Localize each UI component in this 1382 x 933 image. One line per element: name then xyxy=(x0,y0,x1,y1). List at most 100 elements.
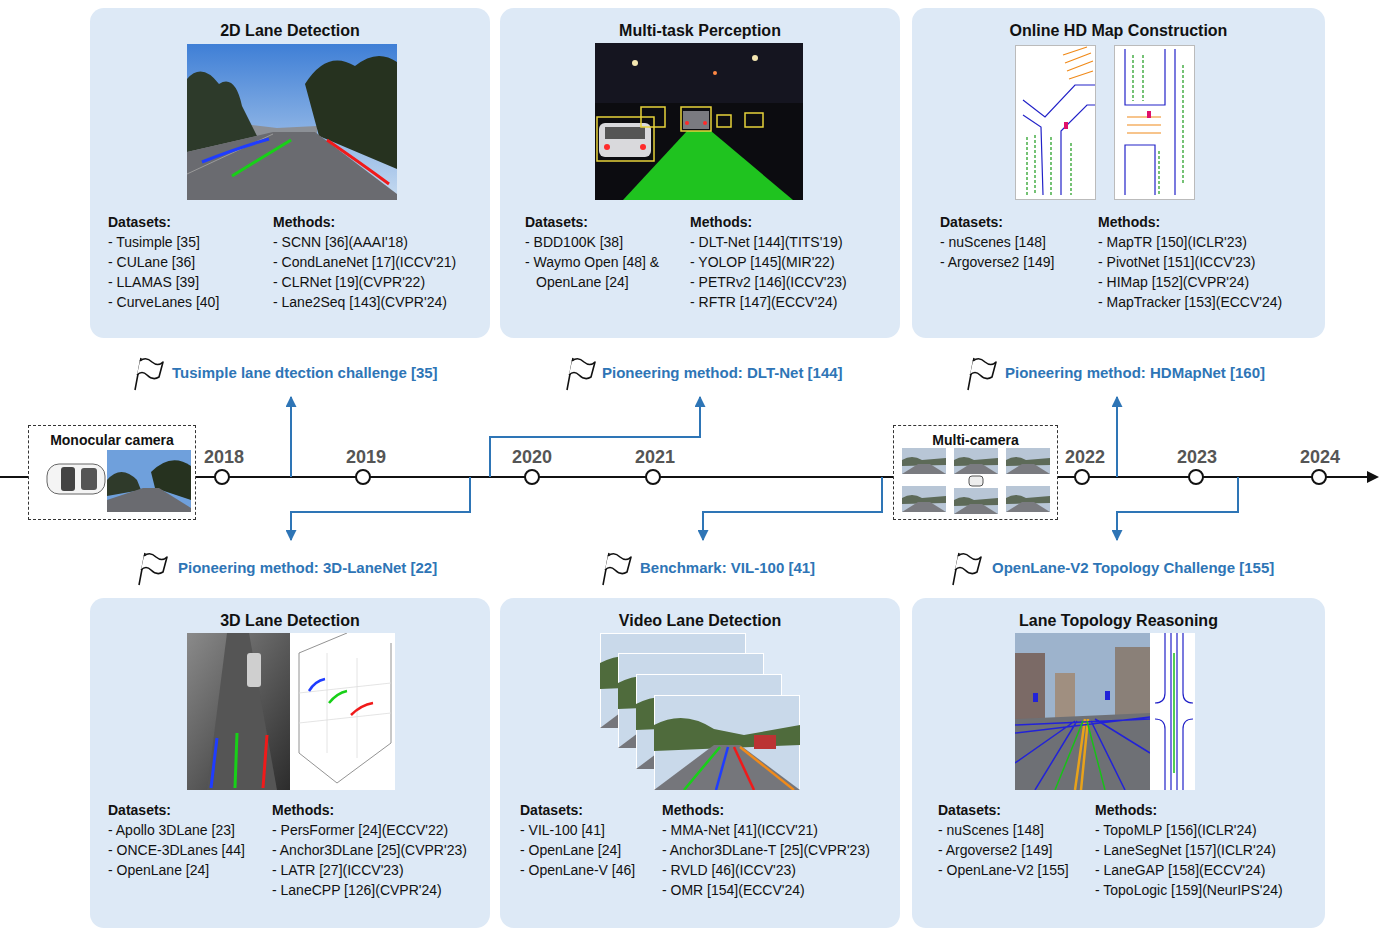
dataset-item: - LLAMAS [39] xyxy=(108,272,267,292)
panel-title: 2D Lane Detection xyxy=(90,21,490,41)
method-list: Methods:- SCNN [36](AAAI'18)- CondLaneNe… xyxy=(273,212,456,312)
dataset-list: Datasets:- VIL-100 [41]- OpenLane [24]- … xyxy=(520,800,656,880)
dataset-item: - OpenLane [24] xyxy=(520,840,656,860)
method-list: Methods:- MMA-Net [41](ICCV'21)- Anchor3… xyxy=(662,800,870,900)
timeline-arrow xyxy=(1367,471,1379,483)
method-item: - MMA-Net [41](ICCV'21) xyxy=(662,820,870,840)
dataset-item: - Apollo 3DLane [23] xyxy=(108,820,266,840)
panel-title: Online HD Map Construction xyxy=(912,21,1325,41)
dataset-item: - Argoverse2 [149] xyxy=(940,252,1092,272)
3d-lane-figure xyxy=(187,633,395,790)
list-heading: Methods: xyxy=(1098,212,1282,232)
method-item: - LaneSegNet [157](ICLR'24) xyxy=(1095,840,1283,860)
list-heading: Datasets: xyxy=(938,800,1089,820)
camera-title: Multi-camera xyxy=(894,430,1057,450)
dataset-item: - nuScenes [148] xyxy=(940,232,1092,252)
dataset-item: - OpenLane-V [46] xyxy=(520,860,656,880)
method-item: - TopoLogic [159](NeurIPS'24) xyxy=(1095,880,1283,900)
task-panel: Multi-task PerceptionDatasets:- BDD100K … xyxy=(500,8,900,338)
year-markers xyxy=(215,470,1326,484)
dataset-item: - Argoverse2 [149] xyxy=(938,840,1089,860)
milestone-label: Pioneering method: HDMapNet [160] xyxy=(1005,364,1265,382)
dataset-item: - Waymo Open [48] & OpenLane [24] xyxy=(525,252,663,292)
year-label: 2023 xyxy=(1177,447,1217,467)
dataset-item: - OpenLane [24] xyxy=(108,860,266,880)
milestone-label: Pioneering method: DLT-Net [144] xyxy=(602,364,843,382)
method-item: - TopoMLP [156](ICLR'24) xyxy=(1095,820,1283,840)
method-item: - MapTR [150](ICLR'23) xyxy=(1098,232,1282,252)
year-label: 2024 xyxy=(1300,447,1340,467)
camera-title: Monocular camera xyxy=(29,430,195,450)
method-item: - CLRNet [19](CVPR'22) xyxy=(273,272,456,292)
dataset-item: - CurveLanes [40] xyxy=(108,292,267,312)
task-panel: 2D Lane DetectionDatasets:- Tusimple [35… xyxy=(90,8,490,338)
method-item: - LaneGAP [158](ECCV'24) xyxy=(1095,860,1283,880)
dataset-list: Datasets:- BDD100K [38]- Waymo Open [48]… xyxy=(525,212,663,292)
method-item: - Anchor3DLane [25](CVPR'23) xyxy=(272,840,467,860)
dataset-item: - BDD100K [38] xyxy=(525,232,663,252)
panel-title: Multi-task Perception xyxy=(500,21,900,41)
surround-camera-views xyxy=(900,446,1052,516)
panel-title: 3D Lane Detection xyxy=(90,611,490,631)
dataset-item: - CULane [36] xyxy=(108,252,267,272)
milestone-label: Benchmark: VIL-100 [41] xyxy=(640,559,815,577)
method-item: - OMR [154](ECCV'24) xyxy=(662,880,870,900)
hd-map-sketch xyxy=(1015,45,1195,200)
list-heading: Datasets: xyxy=(940,212,1092,232)
method-item: - LATR [27](ICCV'23) xyxy=(272,860,467,880)
dataset-list: Datasets:- Tusimple [35]- CULane [36]- L… xyxy=(108,212,267,312)
list-heading: Datasets: xyxy=(108,212,267,232)
method-item: - DLT-Net [144](TITS'19) xyxy=(690,232,847,252)
panel-title: Video Lane Detection xyxy=(500,611,900,631)
milestone-label: Tusimple lane dtection challenge [35] xyxy=(172,364,438,382)
video-frames xyxy=(600,633,800,790)
method-item: - LaneCPP [126](CVPR'24) xyxy=(272,880,467,900)
camera-box: Multi-camera xyxy=(893,425,1058,520)
milestone-label: Pioneering method: 3D-LaneNet [22] xyxy=(178,559,437,577)
method-item: - Lane2Seq [143](CVPR'24) xyxy=(273,292,456,312)
car-and-camera-view xyxy=(41,450,193,514)
dataset-item: - VIL-100 [41] xyxy=(520,820,656,840)
flag-icons xyxy=(135,358,996,585)
topology-figure xyxy=(1015,633,1195,790)
panel-title: Lane Topology Reasoning xyxy=(912,611,1325,631)
milestone-pointers xyxy=(291,397,1238,540)
method-item: - HIMap [152](CVPR'24) xyxy=(1098,272,1282,292)
list-heading: Methods: xyxy=(1095,800,1283,820)
timeline-axis xyxy=(0,476,1368,478)
list-heading: Methods: xyxy=(273,212,456,232)
year-label: 2018 xyxy=(204,447,244,467)
list-heading: Datasets: xyxy=(520,800,656,820)
year-label: 2022 xyxy=(1065,447,1105,467)
method-item: - CondLaneNet [17](ICCV'21) xyxy=(273,252,456,272)
method-item: - SCNN [36](AAAI'18) xyxy=(273,232,456,252)
list-heading: Methods: xyxy=(690,212,847,232)
year-label: 2021 xyxy=(635,447,675,467)
task-panel: Lane Topology ReasoningDatasets:- nuScen… xyxy=(912,598,1325,928)
method-item: - YOLOP [145](MIR'22) xyxy=(690,252,847,272)
method-list: Methods:- MapTR [150](ICLR'23)- PivotNet… xyxy=(1098,212,1282,312)
dataset-item: - ONCE-3DLanes [44] xyxy=(108,840,266,860)
lane-photo xyxy=(187,44,397,200)
dataset-list: Datasets:- nuScenes [148]- Argoverse2 [1… xyxy=(940,212,1092,272)
method-item: - MapTracker [153](ECCV'24) xyxy=(1098,292,1282,312)
method-list: Methods:- TopoMLP [156](ICLR'24)- LaneSe… xyxy=(1095,800,1283,900)
task-panel: Online HD Map ConstructionDatasets:- nuS… xyxy=(912,8,1325,338)
dataset-list: Datasets:- nuScenes [148]- Argoverse2 [1… xyxy=(938,800,1089,880)
method-item: - PETRv2 [146](ICCV'23) xyxy=(690,272,847,292)
milestone-label: OpenLane-V2 Topology Challenge [155] xyxy=(992,559,1274,577)
dataset-list: Datasets:- Apollo 3DLane [23]- ONCE-3DLa… xyxy=(108,800,266,880)
method-item: - Anchor3DLane-T [25](CVPR'23) xyxy=(662,840,870,860)
dataset-item: - Tusimple [35] xyxy=(108,232,267,252)
list-heading: Methods: xyxy=(662,800,870,820)
dataset-item: - OpenLane-V2 [155] xyxy=(938,860,1089,880)
year-label: 2019 xyxy=(346,447,386,467)
night-scene xyxy=(595,43,803,200)
task-panel: 3D Lane DetectionDatasets:- Apollo 3DLan… xyxy=(90,598,490,928)
method-item: - PersFormer [24](ECCV'22) xyxy=(272,820,467,840)
method-list: Methods:- DLT-Net [144](TITS'19)- YOLOP … xyxy=(690,212,847,312)
list-heading: Methods: xyxy=(272,800,467,820)
year-label: 2020 xyxy=(512,447,552,467)
list-heading: Datasets: xyxy=(525,212,663,232)
task-panel: Video Lane DetectionDatasets:- VIL-100 [… xyxy=(500,598,900,928)
